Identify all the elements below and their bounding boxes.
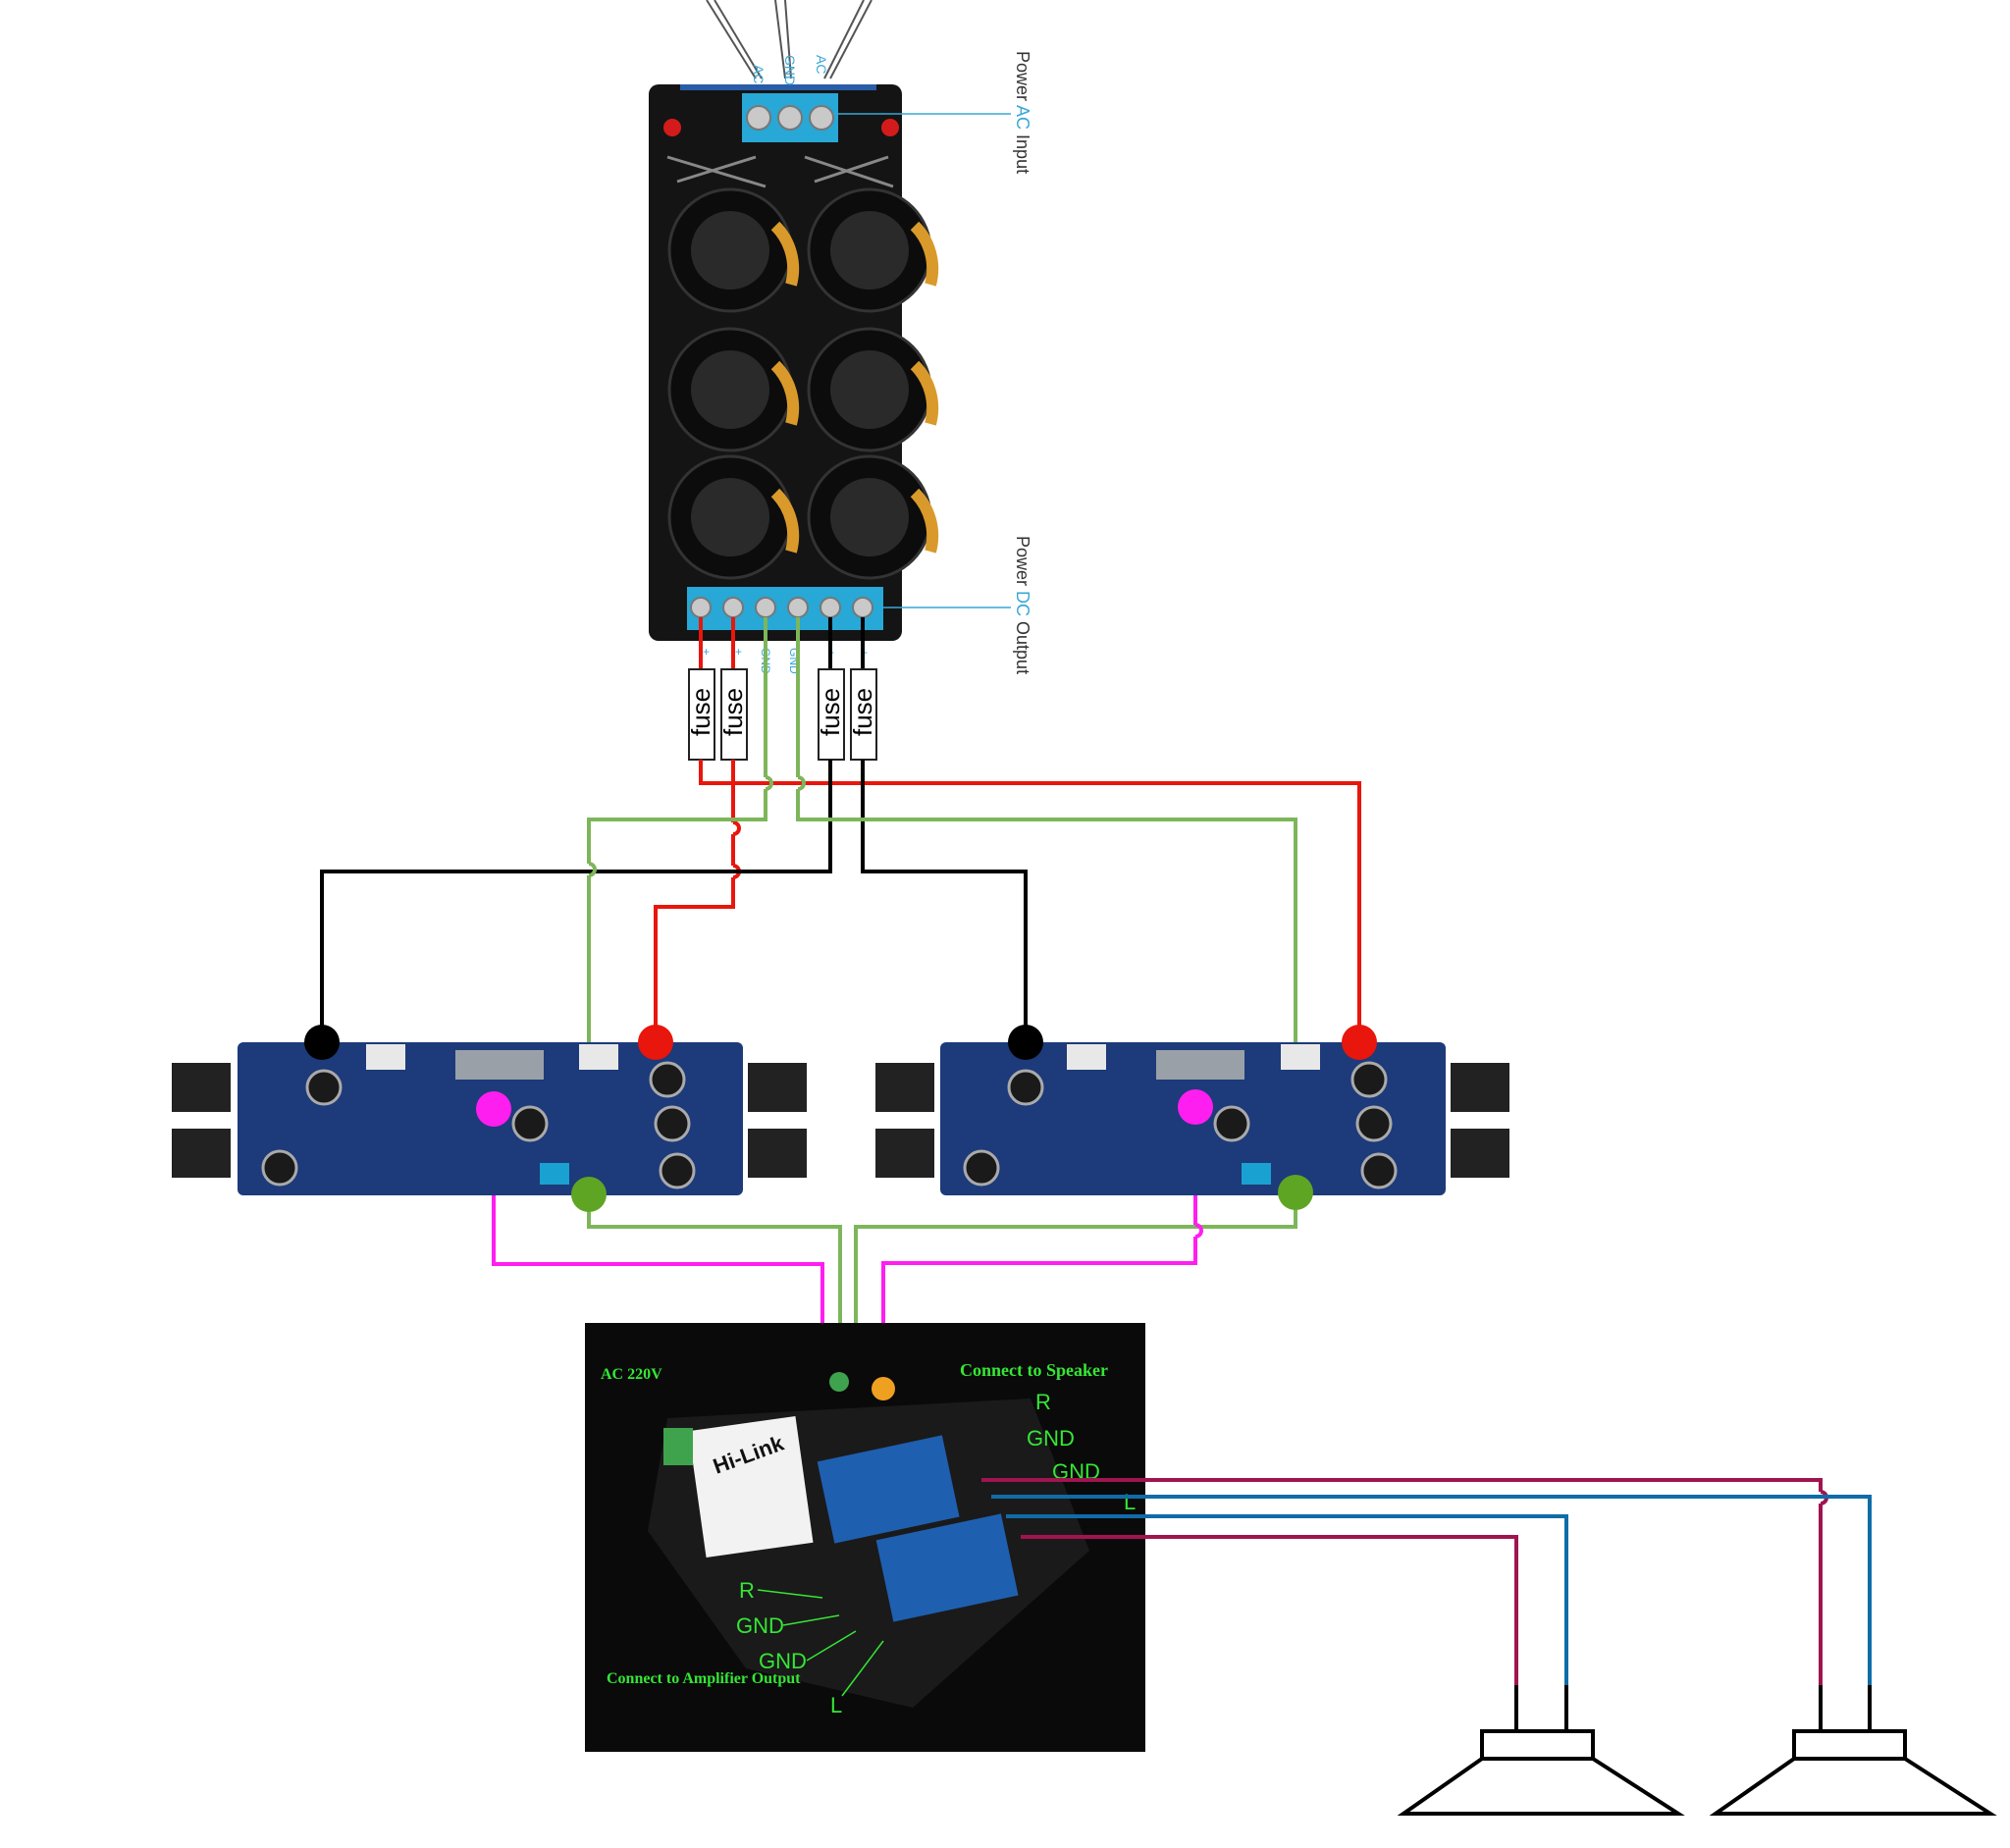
amp-term-l: L (830, 1693, 842, 1717)
led-right (881, 119, 899, 136)
negative-wires (320, 760, 1028, 1040)
label-leaders (757, 1589, 884, 1697)
amp-term-r: R (739, 1578, 755, 1603)
fuse-4: fuse (848, 668, 877, 761)
speaker-right (1709, 1685, 1997, 1816)
connection-dots (304, 1025, 1377, 1212)
positive-wires (654, 760, 1361, 1040)
ac-input-wires (706, 0, 873, 79)
dot-left-negative (304, 1025, 340, 1060)
fuse-2: fuse (718, 668, 748, 761)
svg-text:fuse: fuse (686, 688, 715, 736)
dot-right-positive (1342, 1025, 1377, 1060)
svg-text:+: + (735, 645, 742, 659)
svg-text:fuse: fuse (816, 688, 845, 736)
dc-terminal-block (687, 587, 883, 630)
dot-right-ground (1278, 1175, 1313, 1210)
dot-right-signal (1178, 1089, 1213, 1125)
svg-text:fuse: fuse (848, 688, 877, 736)
connect-speaker-label: Connect to Speaker (960, 1360, 1108, 1380)
terminal-label-gnd: GND (782, 55, 798, 85)
connect-amp-label: Connect to Amplifier Output (607, 1670, 801, 1687)
ac-terminal (663, 1428, 693, 1465)
terminal-to-fuse-wires (699, 617, 865, 669)
fuse-1: fuse (686, 668, 715, 761)
speaker-wires (981, 1478, 1872, 1685)
dot-left-positive (638, 1025, 673, 1060)
heatsinks (666, 155, 894, 188)
amp-term-gnd-1: GND (736, 1613, 784, 1638)
ac-input-label: Power AC Input (1013, 51, 1032, 174)
led-left (663, 119, 681, 136)
terminal-label-ac-2: AC (814, 55, 829, 74)
svg-text:fuse: fuse (718, 688, 748, 736)
capacitors (667, 187, 939, 580)
top-terminal-labels: AC GND AC (751, 55, 829, 85)
dc-output-label: Power DC Output (1013, 536, 1032, 674)
speaker-term-r: R (1035, 1390, 1051, 1414)
ac-220v-label: AC 220V (601, 1366, 662, 1383)
relay-1 (817, 1435, 960, 1544)
svg-text:+: + (703, 645, 710, 659)
svg-text:-: - (864, 645, 868, 659)
speaker-term-l: L (1124, 1490, 1136, 1514)
speaker-term-gnd-1: GND (1027, 1426, 1075, 1451)
dot-left-ground (571, 1177, 607, 1212)
speaker-left (1397, 1685, 1685, 1816)
terminal-label-ac-1: AC (751, 65, 767, 83)
dot-left-signal (476, 1091, 511, 1127)
fuses: fuse fuse fuse fuse (686, 668, 877, 761)
fuse-3: fuse (816, 668, 845, 761)
amp-term-gnd-2: GND (759, 1649, 807, 1673)
relay-2 (875, 1513, 1019, 1622)
power-supply-board (649, 84, 939, 641)
hi-link-module (688, 1415, 814, 1558)
dot-right-negative (1008, 1025, 1043, 1060)
